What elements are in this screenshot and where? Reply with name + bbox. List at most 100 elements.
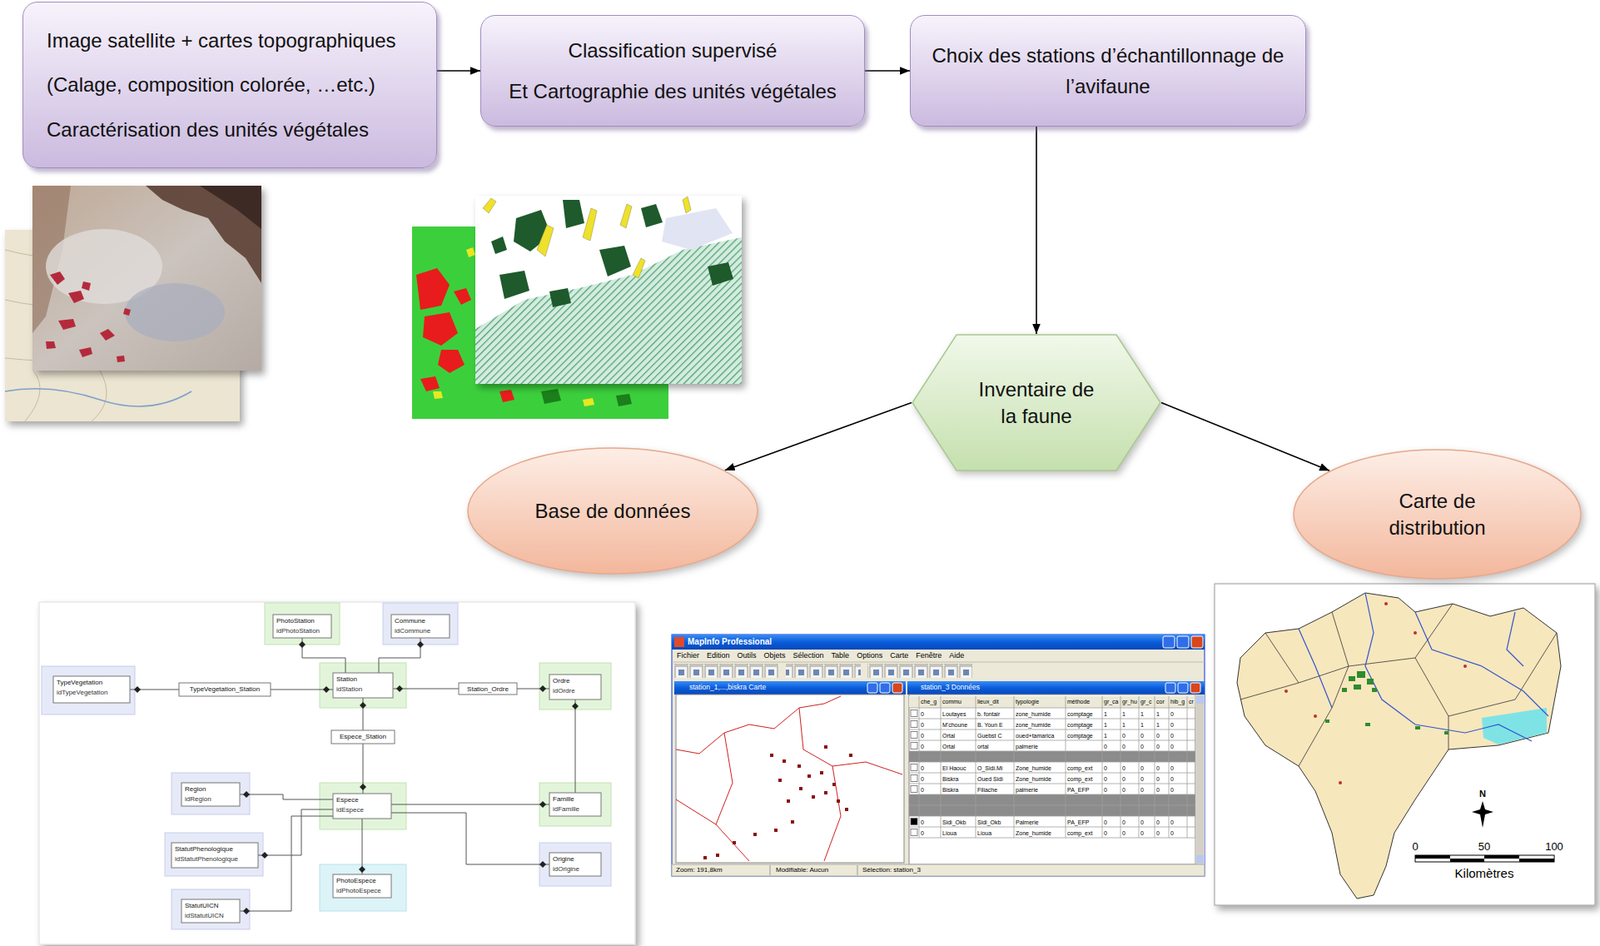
schema-panel-part	[264, 602, 340, 645]
flow-arrow	[725, 402, 912, 471]
node-text: Classification supervisé	[497, 37, 848, 64]
mapinfo-screenshot-part	[909, 695, 1196, 708]
distribution-map-part	[1298, 592, 1549, 741]
table-cell: 1	[1103, 731, 1108, 740]
node-outline	[911, 333, 1162, 472]
table-cell: Oued Sidi	[977, 775, 1004, 783]
mapinfo-screenshot-part-part	[732, 840, 736, 845]
vegetation-map-part-part	[640, 203, 663, 228]
schema-panel-part	[382, 602, 458, 645]
vegetation-map-part	[491, 199, 734, 308]
table-cell: PA_EFP	[1067, 785, 1089, 794]
table-cell: 0	[1156, 775, 1160, 783]
distribution-map-part	[1471, 800, 1494, 828]
table-cell: 0	[920, 785, 925, 794]
scale-number: 50	[1478, 839, 1491, 854]
table-cell: comp_ext	[1067, 829, 1093, 837]
satellite-image-part-part	[49, 271, 65, 285]
table-cell: 0	[1122, 818, 1126, 826]
distribution-map-part-part	[1356, 670, 1366, 678]
schema-entity-part	[332, 672, 393, 698]
table-cell: Sidi_Okb	[942, 818, 966, 826]
satellite-image-part	[32, 185, 262, 371]
node-text: Image satellite + cartes topographiques	[46, 27, 413, 54]
scale-number: 100	[1545, 839, 1564, 854]
mapinfo-screenshot-part-part	[774, 828, 778, 832]
vegetation-map-part-part	[562, 199, 585, 229]
table-cell: 0	[1156, 785, 1160, 794]
distribution-map-part-part	[1341, 687, 1347, 692]
menu-item: Sélection	[793, 650, 825, 661]
table-cell: Sidi_Okb	[977, 818, 1001, 826]
entity-key: idOrdre	[552, 686, 576, 696]
schema-panel-part	[164, 832, 264, 876]
mapinfo-screenshot-part	[1162, 636, 1175, 648]
table-cell: Loutayes	[942, 710, 966, 718]
table-cell: 0	[1122, 775, 1126, 783]
satellite-image-part-part	[99, 328, 115, 341]
schema-panel	[41, 602, 612, 930]
mapinfo-screenshot-part-part	[910, 720, 918, 728]
table-cell: ortal	[977, 742, 989, 751]
table-cell: Zone_humide	[1015, 775, 1052, 783]
table-header: cr	[1188, 697, 1194, 706]
table-cell: 1	[1122, 710, 1126, 718]
satellite-image-part	[145, 185, 262, 284]
table-header: gr_hu	[1122, 697, 1138, 706]
distribution-map-part-part	[1463, 664, 1467, 668]
node-content: Image satellite + cartes topographiques(…	[46, 9, 413, 161]
table-cell: 0	[1170, 720, 1174, 729]
table-cell: 0	[1122, 731, 1126, 740]
table-cell: Filiache	[977, 785, 998, 794]
mapinfo-screenshot-part	[909, 750, 1196, 762]
schema-entity-part	[549, 852, 602, 876]
vegetation-map-part	[661, 208, 733, 250]
mapinfo-screenshot-part-part	[910, 731, 918, 739]
database-schema-part	[39, 601, 636, 945]
vegetation-map-part	[541, 388, 632, 407]
table-cell: 0	[920, 720, 925, 729]
table-cell: oued+tamarica	[1015, 731, 1055, 740]
table-cell: Biskra	[942, 775, 959, 783]
vegetation-map-part-part	[491, 236, 507, 254]
table-cell: 0	[1156, 818, 1160, 826]
table-cell: 0	[920, 742, 925, 751]
vegetation-map-part-part	[499, 389, 515, 403]
link-table-name: Station_Ordre	[467, 685, 509, 694]
node-content: Carte de distribution	[1375, 487, 1501, 540]
link-table-name: Espece_Station	[339, 732, 387, 741]
vegetation-map-part-part	[432, 391, 443, 399]
entity-key: idStatutUICN	[184, 911, 224, 920]
vegetation-map-part-part	[616, 393, 632, 407]
mapinfo-screenshot-part	[703, 745, 853, 860]
table-cell: Lioua	[977, 829, 992, 837]
mapinfo-screenshot-part-part	[836, 799, 840, 803]
distribution-map-part	[1415, 854, 1555, 862]
vegetation-map-part-part	[420, 376, 440, 392]
table-cell: 0	[920, 731, 925, 740]
table-cell: palmerie	[1015, 785, 1039, 794]
table-cell: O_Sidi.Mi	[977, 764, 1003, 772]
mapinfo-screenshot-part-part	[910, 764, 918, 771]
flow-arrow	[1035, 126, 1038, 334]
mapinfo-screenshot-part-part	[790, 819, 795, 824]
schema-diamond-part	[396, 685, 403, 692]
vegetation-map-part-part	[541, 388, 562, 404]
mapinfo-screenshot-part-part	[844, 807, 849, 811]
satellite-image	[4, 185, 262, 422]
entity-key: idPhotoEspece	[336, 886, 382, 895]
table-cell: 0	[1170, 742, 1174, 751]
table-cell: 0	[1140, 731, 1144, 740]
mapinfo-screenshot-part-part	[807, 774, 811, 778]
distribution-map	[1214, 583, 1596, 905]
mapinfo-screenshot-part	[907, 680, 1205, 695]
vegetation-map-part-part	[422, 312, 458, 346]
vegetation-map-part	[482, 196, 691, 279]
satellite-image-part-part	[45, 341, 56, 349]
process-box: Choix des stations d’échantillonnage de …	[909, 14, 1307, 127]
table-cell: 0	[1156, 764, 1160, 772]
node-outline-part	[912, 334, 1161, 471]
vegetation-map-part-part	[707, 262, 734, 286]
node-content: Choix des stations d’échantillonnage de …	[927, 24, 1289, 118]
